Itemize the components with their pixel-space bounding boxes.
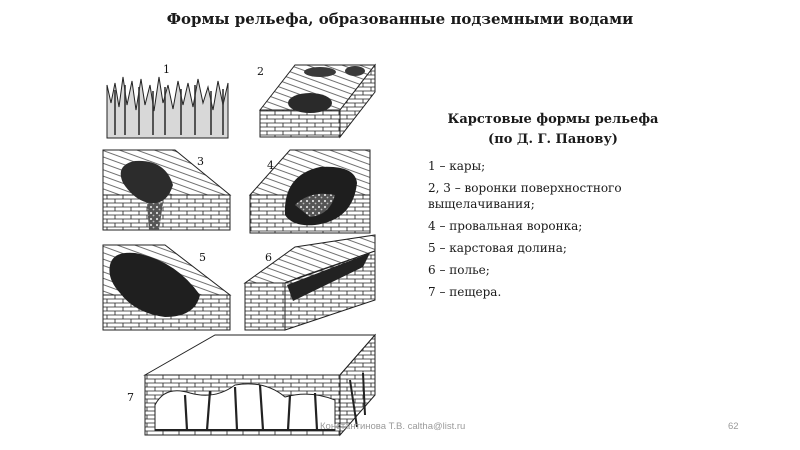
karst-valley-block-5 [102, 244, 232, 331]
figure-label-7: 7 [127, 391, 134, 404]
karren-drawing [106, 76, 229, 139]
slide-title: Формы рельефа, образованные подземными в… [166, 10, 634, 28]
panel-heading-line-2: (по Д. Г. Панову) [488, 132, 618, 147]
solution-doline-block-3 [102, 149, 232, 231]
figure-label-1: 1 [163, 63, 170, 76]
karst-landforms-figure: 1 2 3 4 [95, 55, 395, 445]
footer-credit: Константинова Т.В. caltha@list.ru [320, 421, 466, 432]
page-number: 62 [728, 421, 739, 432]
legend-item: 6 – полье; [428, 263, 490, 277]
legend-panel: Карстовые формы рельефа (по Д. Г. Панову… [428, 110, 678, 306]
panel-heading-line-1: Карстовые формы рельефа [447, 112, 659, 127]
polje-block-6 [243, 234, 376, 331]
legend-item: 5 – карстовая долина; [428, 241, 567, 255]
panel-heading: Карстовые формы рельефа (по Д. Г. Панову… [428, 110, 678, 150]
figure-label-4: 4 [267, 159, 274, 172]
legend-item: 2, 3 – воронки поверхностного выщелачива… [428, 181, 622, 211]
legend-item: 4 – провальная воронка; [428, 219, 583, 233]
figure-label-2: 2 [257, 65, 264, 78]
legend-item: 1 – кары; [428, 159, 486, 173]
collapse-sinkhole-block-4 [248, 149, 371, 234]
cave-block-7 [143, 333, 377, 437]
figure-label-3: 3 [197, 155, 204, 168]
figure-label-6: 6 [265, 251, 272, 264]
solution-doline-block-2 [258, 63, 377, 139]
figure-label-5: 5 [199, 251, 206, 264]
legend-item: 7 – пещера. [428, 285, 502, 299]
legend-list: 1 – кары; 2, 3 – воронки поверхностного … [428, 158, 678, 300]
